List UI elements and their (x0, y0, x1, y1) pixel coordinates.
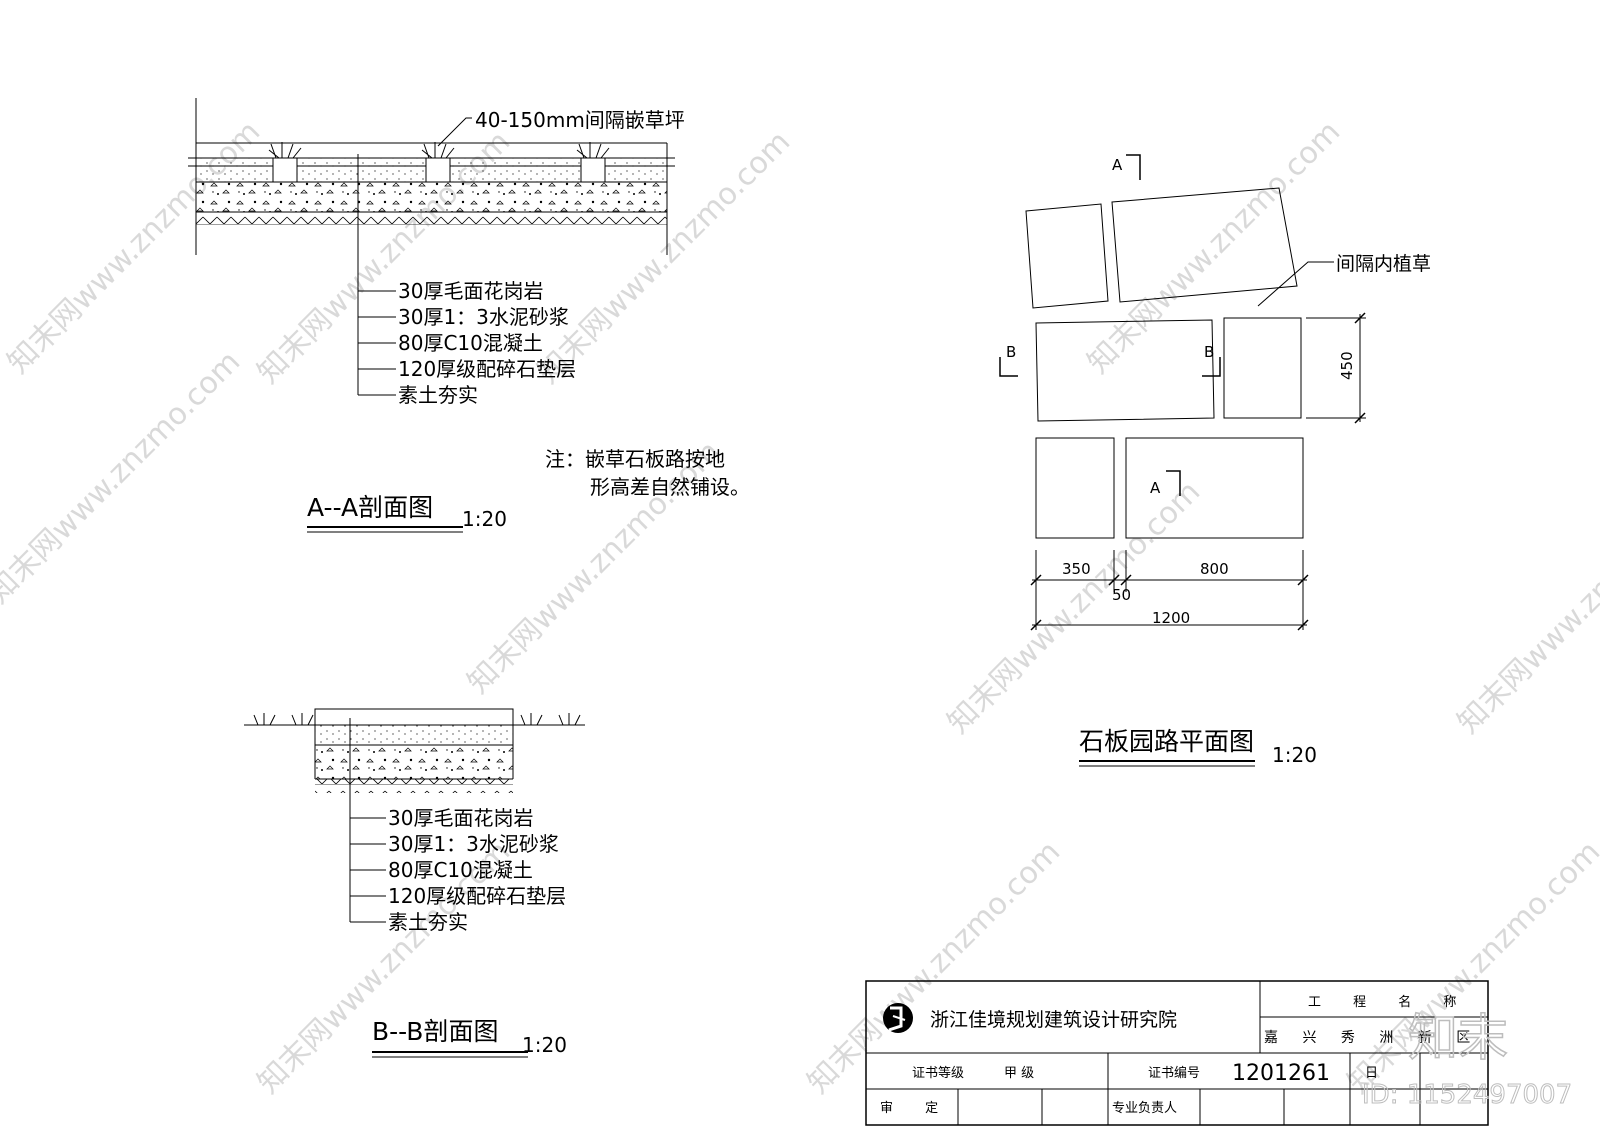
cert-no-value: 1201261 (1232, 1061, 1330, 1086)
watermark-text: 知末网www.znzmo.com (1081, 114, 1347, 380)
watermark-text: 知末网www.znzmo.com (1451, 474, 1600, 740)
section-b-title: B--B剖面图 1:20 (372, 1017, 567, 1058)
plan-title-text: 石板园路平面图 (1079, 727, 1254, 756)
section-a-drawing: 40-150mm间隔嵌草坪 (188, 98, 685, 396)
project-name: 嘉 兴 秀 洲 新 区 (1264, 1030, 1480, 1046)
watermark-text: 知末网www.znzmo.com (1, 114, 267, 380)
grass-joint (268, 142, 302, 183)
watermark-text: 知末网www.znzmo.com (941, 474, 1207, 740)
stone-slab (1223, 317, 1302, 419)
institute-name: 浙江佳境规划建筑设计研究院 (930, 1009, 1177, 1031)
scale-label: 1:20 (1272, 743, 1317, 767)
section-marker: B (1006, 343, 1016, 361)
section-b-drawing (244, 708, 585, 923)
section-marker: A (1150, 479, 1161, 497)
layer-label: 30厚1：3水泥砂浆 (398, 305, 569, 329)
layer-label: 80厚C10混凝土 (398, 331, 543, 355)
scale-label: 1:20 (462, 507, 507, 531)
gap-note: 40-150mm间隔嵌草坪 (475, 108, 685, 132)
layer-label: 80厚C10混凝土 (388, 858, 533, 882)
cert-grade-label: 证书等级 (912, 1065, 964, 1081)
layer-label: 120厚级配碎石垫层 (398, 357, 576, 381)
leader-label: 专业负责人 (1112, 1101, 1177, 1116)
section-marker: B (1204, 343, 1214, 361)
dimension-label: 50 (1112, 586, 1131, 604)
plan-drawing: A A B B 间隔内植草 450 350 800 50 1200 (999, 154, 1431, 631)
institute-logo-icon (883, 1003, 913, 1033)
grass-joint (576, 142, 610, 183)
layer-label: 素土夯实 (398, 383, 478, 407)
watermark-id: ID: 1152497007 (1362, 1080, 1572, 1110)
plan-title: 石板园路平面图 1:20 (1079, 727, 1317, 767)
scale-label: 1:20 (522, 1033, 567, 1057)
section-b-layers: 30厚毛面花岗岩 30厚1：3水泥砂浆 80厚C10混凝土 120厚级配碎石垫层… (388, 806, 566, 934)
dimension-label: 450 (1338, 351, 1356, 380)
section-a-layers: 30厚毛面花岗岩 30厚1：3水泥砂浆 80厚C10混凝土 120厚级配碎石垫层… (398, 279, 576, 407)
watermark-text: 知末网www.znzmo.com (0, 344, 247, 610)
layer-label: 30厚毛面花岗岩 (388, 806, 533, 830)
grass-joint (421, 142, 455, 183)
section-title: B--B剖面图 (372, 1017, 498, 1046)
note: 注：嵌草石板路按地 形高差自然铺设。 (545, 447, 750, 499)
layer-label: 30厚1：3水泥砂浆 (388, 832, 559, 856)
stone-slab (1025, 203, 1109, 309)
stone-slab (1111, 187, 1298, 303)
dimension-label: 350 (1062, 560, 1091, 578)
watermark-text: 知末网www.znzmo.com (801, 834, 1067, 1100)
project-header: 工 程 名 称 (1308, 994, 1470, 1010)
section-title: A--A剖面图 (307, 493, 433, 522)
layer-label: 素土夯实 (388, 910, 468, 934)
layer-label: 30厚毛面花岗岩 (398, 279, 543, 303)
date-label: 日 (1365, 1066, 1378, 1081)
layer-label: 120厚级配碎石垫层 (388, 884, 566, 908)
watermark-logo: 知末 ID: 1152497007 (1362, 1008, 1573, 1110)
dimension-label: 800 (1200, 560, 1229, 578)
note-line: 注：嵌草石板路按地 (545, 447, 725, 471)
review-label: 审 定 (880, 1101, 952, 1116)
stone-slab (1125, 437, 1304, 539)
dimension-label: 1200 (1152, 609, 1190, 627)
grass-label: 间隔内植草 (1336, 253, 1431, 275)
note-line: 形高差自然铺设。 (590, 475, 750, 499)
stone-slab (1035, 319, 1215, 422)
stone-slab (1035, 437, 1115, 539)
cert-no-label: 证书编号 (1148, 1066, 1200, 1081)
section-a-title: A--A剖面图 1:20 (307, 493, 507, 533)
watermark-logo-text: 知末 (1408, 1009, 1508, 1067)
section-marker: A (1112, 156, 1123, 174)
cert-grade-value: 甲 级 (1004, 1066, 1034, 1081)
title-block: 浙江佳境规划建筑设计研究院 工 程 名 称 嘉 兴 秀 洲 新 区 证书等级 甲… (865, 980, 1489, 1126)
